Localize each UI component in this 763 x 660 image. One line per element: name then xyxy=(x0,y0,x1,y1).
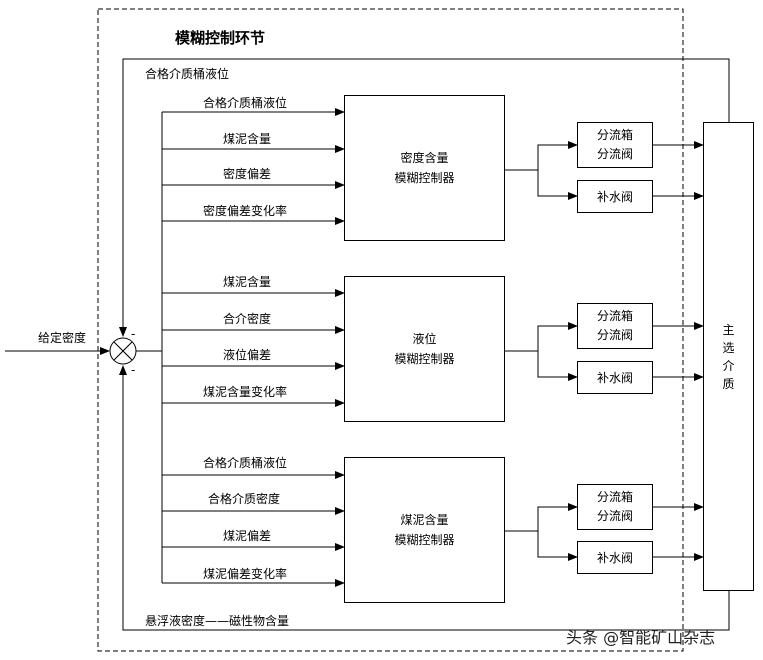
input-label: 煤泥含量变化率 xyxy=(203,385,288,399)
main-box-char: 质 xyxy=(722,376,735,391)
top-feedback-line xyxy=(119,58,730,337)
section-title: 模糊控制环节 xyxy=(175,29,266,47)
input-label: 煤泥偏差变化率 xyxy=(203,567,288,581)
main-box-char: 介 xyxy=(722,358,735,373)
water-valve-box: 补水阀 xyxy=(577,361,653,394)
diverter-box-label: 分流箱 xyxy=(596,128,633,142)
input-label: 煤泥含量 xyxy=(223,275,272,289)
input-label: 合格介质桶液位 xyxy=(203,96,288,110)
minus-sign-top: - xyxy=(131,327,136,341)
input-label: 给定密度 xyxy=(38,331,87,345)
slime-fuzzy-controller: 煤泥含量 模糊控制器 xyxy=(344,457,505,603)
input-label: 合格介质桶液位 xyxy=(203,456,288,470)
bottom-feedback-line xyxy=(119,365,730,631)
minus-sign-bottom: - xyxy=(131,363,136,377)
water-valve-label: 补水阀 xyxy=(596,370,633,385)
input-label: 合介密度 xyxy=(223,312,272,326)
controller-name: 液位 xyxy=(412,332,437,346)
diverter-valve-box: 分流箱 分流阀 xyxy=(577,122,653,168)
input-label: 煤泥偏差 xyxy=(223,529,272,543)
water-valve-box: 补水阀 xyxy=(577,180,653,213)
fuzzy-control-boundary xyxy=(97,8,684,652)
controller-name: 煤泥含量 xyxy=(400,513,449,527)
bottom-feedback-label: 悬浮液密度——磁性物含量 xyxy=(145,614,290,628)
controller-name: 密度含量 xyxy=(400,151,449,165)
diverter-valve-label: 分流阀 xyxy=(596,328,633,342)
main-box-char: 选 xyxy=(722,340,735,355)
input-label: 密度偏差 xyxy=(223,167,272,181)
level-fuzzy-controller: 液位 模糊控制器 xyxy=(344,276,505,422)
input-label: 液位偏差 xyxy=(223,348,272,362)
top-feedback-label: 合格介质桶液位 xyxy=(145,67,230,81)
input-label: 合格介质密度 xyxy=(208,492,281,506)
water-valve-label: 补水阀 xyxy=(596,550,633,565)
diverter-valve-box: 分流箱 分流阀 xyxy=(577,484,653,530)
controller-type: 模糊控制器 xyxy=(394,352,455,366)
water-valve-box: 补水阀 xyxy=(577,541,653,574)
summing-junction xyxy=(109,337,137,365)
controller-type: 模糊控制器 xyxy=(394,171,455,185)
controller-type: 模糊控制器 xyxy=(394,533,455,547)
diverter-box-label: 分流箱 xyxy=(596,309,633,323)
water-valve-label: 补水阀 xyxy=(596,189,633,204)
diverter-valve-label: 分流阀 xyxy=(596,147,633,161)
watermark: 头条 @智能矿山杂志 xyxy=(566,628,716,647)
diverter-box-label: 分流箱 xyxy=(596,490,633,504)
input-label: 煤泥含量 xyxy=(223,132,272,146)
density-fuzzy-controller: 密度含量 模糊控制器 xyxy=(344,95,505,241)
input-label: 密度偏差变化率 xyxy=(203,204,288,218)
diverter-valve-label: 分流阀 xyxy=(596,509,633,523)
main-medium-box: 主 选 介 质 xyxy=(703,122,754,591)
main-box-char: 主 xyxy=(722,322,735,337)
diverter-valve-box: 分流箱 分流阀 xyxy=(577,303,653,349)
